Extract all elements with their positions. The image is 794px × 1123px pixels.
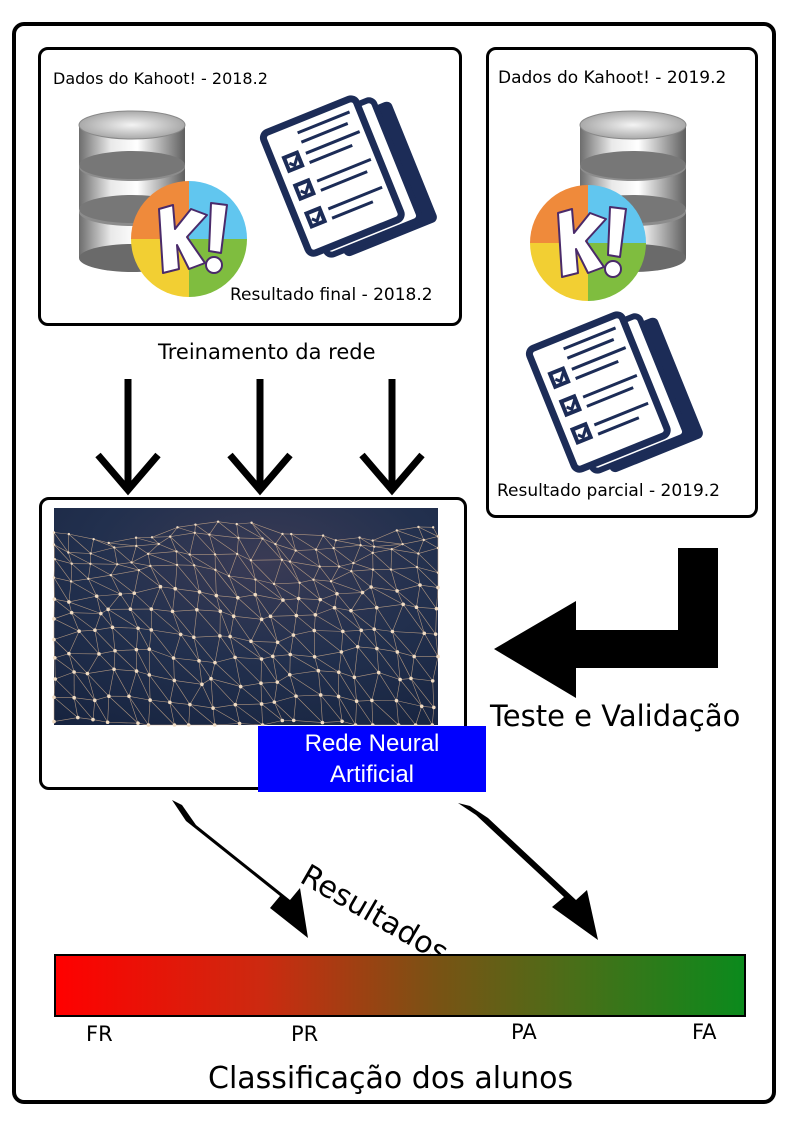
level-label-pa: PA: [511, 1020, 537, 1044]
classification-title: Classificação dos alunos: [208, 1061, 574, 1096]
diagram-frame: [12, 22, 776, 1104]
classification-gradient-bar: [54, 954, 746, 1017]
level-label-pr: PR: [291, 1022, 319, 1046]
training-arrows: [95, 379, 425, 496]
training-result-label: Resultado final - 2018.2: [230, 285, 433, 305]
documents-icon: [528, 301, 705, 486]
level-label-fa: FA: [692, 1020, 717, 1044]
down-arrow-icon: [227, 379, 293, 496]
training-data-title: Dados do Kahoot! - 2018.2: [53, 69, 268, 88]
kahoot-logo-icon: [130, 180, 248, 298]
training-label: Treinamento da rede: [158, 340, 376, 364]
neural-mesh-image: [52, 508, 440, 727]
neural-network-label-line1: Rede Neural: [304, 730, 440, 757]
neural-network-label: Rede Neural Artificial: [258, 726, 486, 792]
test-validation-label: Teste e Validação: [490, 699, 741, 733]
down-arrow-icon: [359, 379, 425, 496]
test-return-arrow-icon: [494, 548, 718, 698]
kahoot-logo-icon: [529, 184, 647, 302]
neural-network-label-line2: Artificial: [329, 761, 414, 788]
test-data-title: Dados do Kahoot! - 2019.2: [498, 68, 727, 88]
level-label-fr: FR: [86, 1022, 113, 1046]
documents-icon: [262, 85, 439, 270]
down-arrow-icon: [95, 379, 161, 496]
test-result-label: Resultado parcial - 2019.2: [497, 481, 721, 501]
result-arrows: [172, 800, 598, 940]
